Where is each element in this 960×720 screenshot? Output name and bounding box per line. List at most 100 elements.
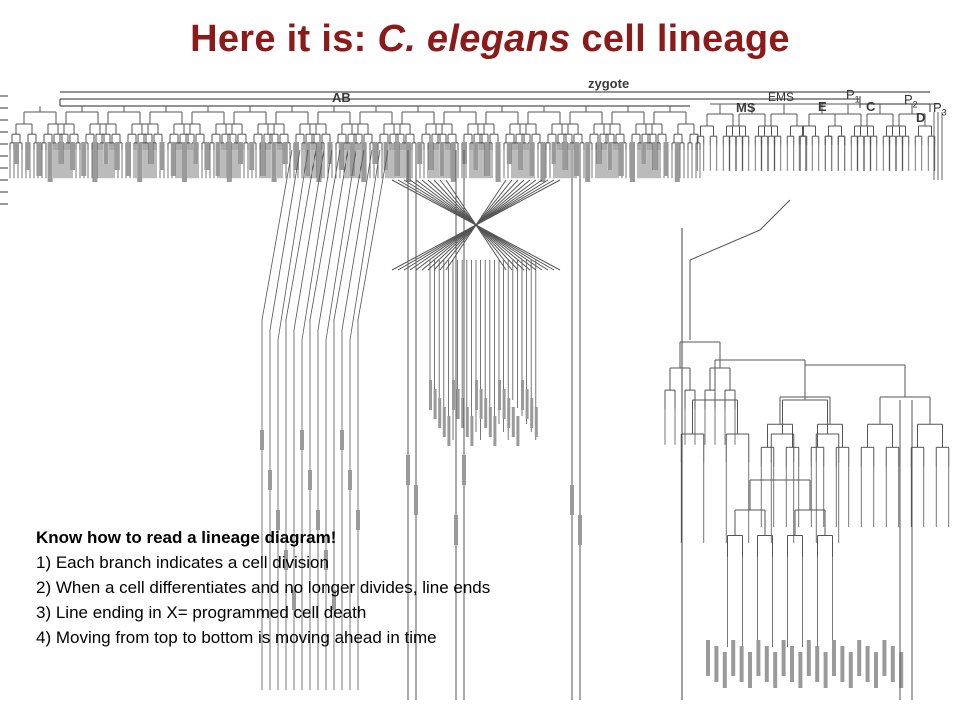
terminal-cells [840, 646, 845, 682]
lineage-branch [277, 149, 309, 341]
terminal-cells [790, 646, 794, 682]
terminal-cells [316, 510, 320, 530]
terminal-cells [25, 142, 31, 170]
notes-heading: Know how to read a lineage diagram! [36, 528, 337, 547]
terminal-cells [238, 142, 243, 164]
terminal-cells [332, 590, 336, 610]
notes-item: 3) Line ending in X= programmed cell dea… [36, 603, 367, 622]
terminal-cells [454, 515, 458, 545]
notes-box: Know how to read a lineage diagram! 1) E… [36, 525, 696, 650]
terminal-cells [226, 142, 232, 182]
lineage-branch [325, 149, 357, 341]
terminal-cells [475, 380, 478, 410]
terminal-cells [271, 142, 277, 182]
lineage-branch [333, 149, 365, 321]
lineage-branch [293, 149, 325, 331]
terminal-cells [511, 407, 515, 437]
terminal-cells [488, 407, 492, 437]
terminal-cells [473, 142, 479, 170]
branch-label-ms: MS [736, 100, 756, 115]
notes-item: 1) Each branch indicates a cell division [36, 553, 329, 572]
terminal-cells [438, 398, 442, 428]
terminal-cells [493, 416, 497, 446]
terminal-cells [630, 142, 635, 182]
terminal-cells [578, 515, 582, 545]
terminal-cells [428, 142, 434, 170]
terminal-cells [308, 470, 312, 490]
terminal-cells [764, 646, 769, 682]
terminal-cells [714, 646, 719, 682]
terminal-cells [641, 142, 647, 164]
slide-title: Here it is: C. elegans cell lineage [0, 18, 960, 61]
terminal-cells [507, 398, 511, 428]
terminal-cells [798, 652, 803, 688]
terminal-cells [417, 142, 423, 164]
terminal-cells [652, 142, 658, 170]
terminal-cells [663, 142, 669, 176]
terminal-cells [815, 646, 820, 682]
terminal-cells [731, 640, 736, 676]
terminal-cells [340, 430, 344, 450]
terminal-cells [574, 142, 579, 176]
terminal-cells [551, 142, 557, 164]
germline-label-p2: P2 [904, 92, 918, 110]
terminal-cells [372, 142, 378, 164]
terminal-cells [282, 142, 288, 164]
terminal-cells [806, 640, 811, 676]
terminal-cells [70, 142, 75, 170]
terminal-cells [414, 485, 418, 515]
terminal-cells [495, 142, 501, 182]
terminal-cells [284, 550, 288, 570]
terminal-cells [498, 380, 501, 410]
notes-item: 4) Moving from top to bottom is moving a… [36, 628, 437, 647]
terminal-cells [865, 646, 870, 682]
terminal-cells [882, 640, 887, 676]
terminal-cells [406, 455, 410, 485]
terminal-cells [300, 430, 304, 450]
terminal-cells [502, 389, 506, 419]
terminal-cells [722, 652, 727, 688]
terminal-cells [338, 142, 344, 170]
terminal-cells [516, 416, 520, 446]
terminal-cells [570, 485, 574, 515]
terminal-cells [857, 640, 862, 676]
terminal-cells [462, 455, 466, 485]
terminal-cells [361, 142, 367, 182]
lineage-branch [309, 149, 341, 321]
terminal-cells [890, 646, 895, 682]
terminal-cells [506, 142, 512, 164]
terminal-cells [470, 416, 474, 446]
notes-item: 2) When a cell differentiates and no lon… [36, 578, 491, 597]
terminal-cells [429, 380, 432, 410]
terminal-cells [327, 142, 333, 164]
terminal-cells [479, 389, 483, 419]
title-prefix: Here it is: [190, 18, 378, 60]
terminal-cells [461, 398, 465, 428]
branch-label-ab: AB [332, 90, 351, 105]
terminal-cells [103, 142, 109, 164]
terminal-cells [525, 389, 529, 419]
terminal-cells [781, 640, 786, 676]
terminal-cells [58, 142, 64, 164]
lineage-branch [317, 149, 349, 331]
terminal-cells [848, 652, 853, 688]
terminal-cells [823, 652, 828, 688]
lineage-branch [689, 229, 761, 261]
lineage-branch [285, 149, 317, 321]
terminal-cells [47, 142, 53, 182]
terminal-cells [182, 142, 187, 182]
terminal-cells [324, 550, 328, 570]
terminal-cells [276, 510, 280, 530]
lineage-branch [269, 149, 301, 331]
terminal-cells [92, 142, 98, 182]
terminal-cells [249, 142, 255, 170]
terminal-cells [756, 640, 761, 676]
terminal-cells [114, 142, 120, 170]
terminal-cells [137, 142, 143, 182]
terminal-cells [260, 430, 264, 450]
terminal-cells [484, 398, 488, 428]
terminal-cells [706, 640, 710, 676]
terminal-cells [193, 142, 199, 164]
terminal-cells [518, 142, 523, 170]
